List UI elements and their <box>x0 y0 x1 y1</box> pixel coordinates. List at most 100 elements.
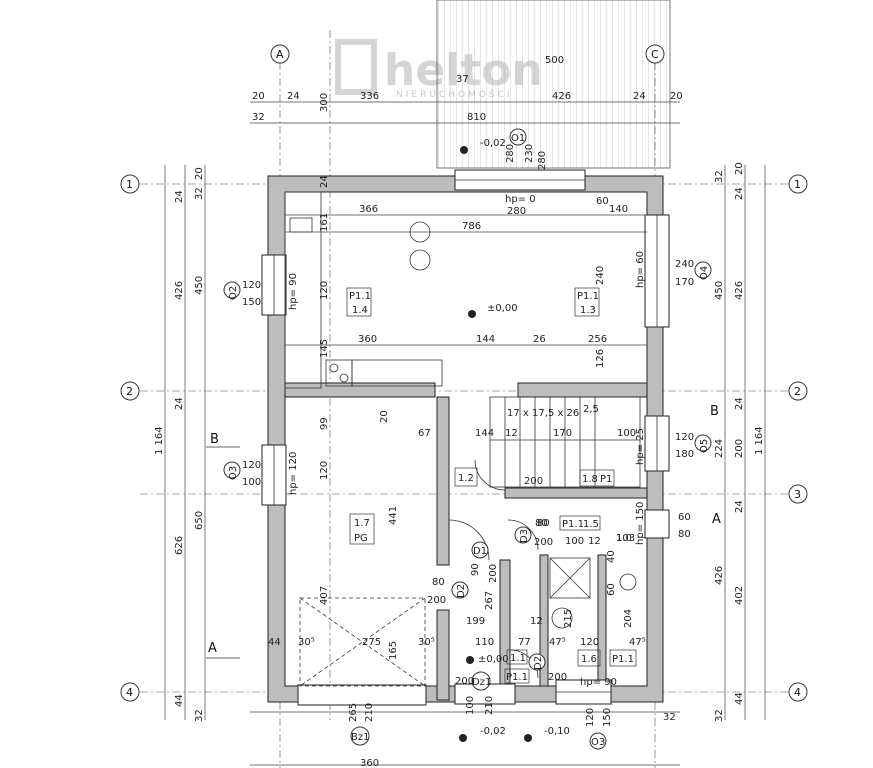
svg-text:256: 256 <box>588 334 607 345</box>
bath-fixtures <box>549 557 637 629</box>
svg-text:161: 161 <box>319 213 330 232</box>
svg-text:Dz1: Dz1 <box>472 677 491 688</box>
svg-text:O1: O1 <box>511 133 525 144</box>
svg-text:1.2: 1.2 <box>458 473 474 484</box>
svg-text:1 164: 1 164 <box>154 426 165 455</box>
svg-text:120: 120 <box>242 280 261 291</box>
windows <box>261 169 670 706</box>
svg-text:1.3: 1.3 <box>580 305 596 316</box>
stairs <box>489 396 641 488</box>
svg-text:P1: P1 <box>600 474 612 485</box>
svg-text:426: 426 <box>552 91 571 102</box>
svg-text:44: 44 <box>268 637 281 648</box>
svg-text:441: 441 <box>388 506 399 525</box>
svg-text:100: 100 <box>617 428 636 439</box>
level-bottom2: -0,10 <box>544 726 570 737</box>
svg-text:204: 204 <box>623 609 634 628</box>
room-labels: P1.1 1.4 P1.1 1.3 1.7 PG 1.2 1.8 P1 P1.1… <box>346 287 637 684</box>
svg-text:626: 626 <box>174 536 185 555</box>
svg-text:hp= 25: hp= 25 <box>635 428 646 465</box>
svg-text:O4: O4 <box>699 266 710 280</box>
hp-labels: hp= 0 hp= 90 hp= 60 hp= 120 hp= 25 hp= 1… <box>288 194 646 688</box>
section-b-left: B <box>210 432 219 447</box>
svg-text:103: 103 <box>616 533 635 544</box>
svg-text:200: 200 <box>455 676 474 687</box>
svg-text:360: 360 <box>358 334 377 345</box>
left-dimensions: 1 164 24 426 24 626 44 20 32 450 650 32 <box>154 165 206 722</box>
level-marks: -0,02 ±0,00 ±0,00 -0,02 -0,10 <box>459 138 570 742</box>
svg-text:90: 90 <box>470 563 481 576</box>
svg-text:199: 199 <box>466 616 485 627</box>
svg-text:47⁵: 47⁵ <box>549 637 566 648</box>
svg-text:100: 100 <box>242 477 261 488</box>
svg-text:165: 165 <box>388 641 399 660</box>
svg-text:24: 24 <box>174 190 185 203</box>
svg-text:hp= 90: hp= 90 <box>580 677 617 688</box>
svg-text:426: 426 <box>714 566 725 585</box>
svg-text:44: 44 <box>174 694 185 707</box>
section-marks: B B A A <box>206 404 721 659</box>
svg-text:47⁵: 47⁵ <box>629 637 646 648</box>
svg-text:426: 426 <box>174 281 185 300</box>
svg-text:265: 265 <box>348 703 359 722</box>
svg-text:32: 32 <box>663 712 676 723</box>
svg-text:12: 12 <box>505 428 518 439</box>
svg-text:1 164: 1 164 <box>754 426 765 455</box>
svg-text:336: 336 <box>360 91 379 102</box>
svg-text:500: 500 <box>545 55 564 66</box>
svg-text:99: 99 <box>319 417 330 430</box>
svg-text:120: 120 <box>242 460 261 471</box>
top-dimensions: 20 24 336 500 426 24 20 32 810 37 300 <box>250 55 683 124</box>
interior-walls <box>284 382 648 701</box>
svg-text:200: 200 <box>488 564 499 583</box>
svg-text:170: 170 <box>675 277 694 288</box>
svg-text:80: 80 <box>535 518 548 529</box>
svg-text:80: 80 <box>678 529 691 540</box>
svg-text:210: 210 <box>364 703 375 722</box>
axis-top-a: A <box>276 48 284 61</box>
svg-text:450: 450 <box>714 281 725 300</box>
svg-text:P1.1: P1.1 <box>562 519 584 530</box>
svg-text:280: 280 <box>505 144 516 163</box>
svg-text:100: 100 <box>465 696 476 715</box>
svg-text:60: 60 <box>596 196 609 207</box>
svg-text:Bz1: Bz1 <box>351 732 369 743</box>
svg-text:240: 240 <box>595 266 606 285</box>
svg-text:P1.1: P1.1 <box>612 654 634 665</box>
svg-text:1.6: 1.6 <box>581 654 597 665</box>
axis-right-2: 2 <box>794 385 801 398</box>
svg-text:12: 12 <box>588 536 601 547</box>
svg-text:280: 280 <box>537 151 548 170</box>
svg-text:hp= 60: hp= 60 <box>635 251 646 288</box>
svg-text:80: 80 <box>432 577 445 588</box>
svg-text:267: 267 <box>484 591 495 610</box>
svg-text:20: 20 <box>734 162 745 175</box>
svg-text:300: 300 <box>319 93 330 112</box>
svg-text:280: 280 <box>507 206 526 217</box>
axis-left-1: 1 <box>126 178 133 191</box>
axis-left-2: 2 <box>126 385 133 398</box>
svg-text:1.7: 1.7 <box>354 518 370 529</box>
svg-text:32: 32 <box>194 187 205 200</box>
level-bottom1: -0,02 <box>480 726 506 737</box>
svg-text:224: 224 <box>714 439 725 458</box>
svg-text:24: 24 <box>734 500 745 513</box>
svg-text:426: 426 <box>734 281 745 300</box>
svg-text:140: 140 <box>609 204 628 215</box>
svg-text:110: 110 <box>475 637 494 648</box>
svg-text:1.8: 1.8 <box>582 474 598 485</box>
svg-text:24: 24 <box>734 187 745 200</box>
axis-right-4: 4 <box>794 686 801 699</box>
svg-text:126: 126 <box>595 349 606 368</box>
svg-text:32: 32 <box>714 709 725 722</box>
svg-text:360: 360 <box>360 758 379 768</box>
level-floor: ±0,00 <box>487 303 518 314</box>
svg-text:26: 26 <box>533 334 546 345</box>
svg-text:24: 24 <box>319 175 330 188</box>
svg-text:2,5: 2,5 <box>583 404 599 415</box>
svg-text:O2: O2 <box>228 286 239 300</box>
svg-text:20: 20 <box>252 91 265 102</box>
svg-text:hp= 0: hp= 0 <box>505 194 536 205</box>
svg-text:77: 77 <box>518 637 531 648</box>
svg-text:P1.1: P1.1 <box>577 291 599 302</box>
